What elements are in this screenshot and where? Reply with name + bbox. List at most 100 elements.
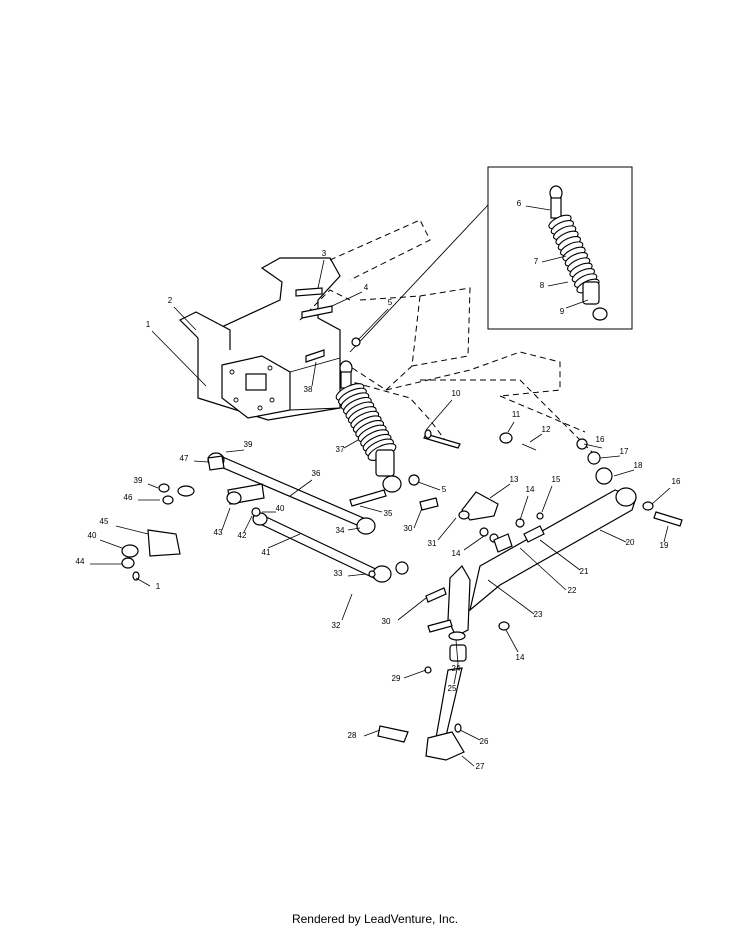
callout-leader-47 (193, 460, 209, 463)
callout-leader-21 (539, 539, 581, 571)
callout-leader-28 (363, 729, 381, 737)
callout-35: 35 (384, 509, 393, 518)
callout-leader-39 (147, 483, 159, 489)
callout-leader-39 (225, 449, 245, 453)
callout-leader-19 (663, 525, 669, 543)
callout-27: 27 (476, 762, 485, 771)
callout-39: 39 (134, 476, 143, 485)
callout-22: 22 (568, 586, 577, 595)
callout-leader-7 (541, 255, 567, 263)
callout-leader-42 (243, 515, 253, 533)
callout-11: 11 (512, 410, 521, 419)
callout-10: 10 (452, 389, 461, 398)
callout-leader-14 (463, 535, 485, 551)
lower-rod (252, 512, 409, 583)
callout-44: 44 (76, 557, 85, 566)
main-shock-absorber (335, 360, 402, 493)
callout-leader-13 (489, 483, 511, 499)
callout-32: 32 (332, 621, 341, 630)
callout-45: 45 (100, 517, 109, 526)
callout-26: 26 (480, 737, 489, 746)
callout-leader-27 (461, 755, 475, 767)
callout-9: 9 (560, 307, 565, 316)
callout-leader-31 (437, 517, 457, 541)
callout-29: 29 (392, 674, 401, 683)
callout-leader-14 (519, 495, 529, 521)
callout-leader-40 (99, 539, 123, 549)
callout-43: 43 (214, 528, 223, 537)
callout-13: 13 (510, 475, 519, 484)
callout-leader-32 (341, 593, 353, 621)
callout-18: 18 (634, 461, 643, 470)
callout-38: 38 (304, 385, 313, 394)
callout-8: 8 (540, 281, 545, 290)
callout-1: 1 (156, 582, 161, 591)
callout-14: 14 (452, 549, 461, 558)
callout-28: 28 (348, 731, 357, 740)
hardware (121, 287, 683, 733)
callout-47: 47 (180, 454, 189, 463)
callout-30: 30 (382, 617, 391, 626)
callout-leader-3 (317, 259, 325, 289)
callout-leader-23 (487, 579, 535, 615)
callout-42: 42 (238, 531, 247, 540)
callout-12: 12 (542, 425, 551, 434)
callout-leader-16 (583, 443, 603, 449)
callout-leader-38 (311, 361, 317, 387)
callout-leader-11 (507, 421, 515, 433)
callout-25: 25 (448, 684, 457, 693)
callout-21: 21 (580, 567, 589, 576)
callout-leader-15 (541, 485, 553, 513)
callout-40: 40 (276, 504, 285, 513)
callout-leader-45 (115, 525, 149, 535)
callout-16: 16 (672, 477, 681, 486)
callout-leader-36 (289, 479, 313, 497)
callout-39: 39 (244, 440, 253, 449)
callout-leader-33 (347, 573, 367, 577)
callout-leader-29 (403, 669, 427, 679)
callout-1: 1 (146, 320, 151, 329)
callout-4: 4 (364, 283, 369, 292)
callout-24: 24 (452, 664, 461, 673)
callout-leader-30 (413, 507, 423, 529)
callout-leader-10 (425, 399, 453, 431)
callout-23: 23 (534, 610, 543, 619)
callout-leader-12 (529, 433, 543, 443)
footer-credit: Rendered by LeadVenture, Inc. (291, 912, 459, 926)
callout-layer: 1123455678910111213141414151616171819202… (76, 199, 681, 771)
inset-box (487, 166, 633, 330)
phantom-frame (299, 219, 601, 461)
callout-14: 14 (516, 653, 525, 662)
callout-leader-37 (343, 439, 359, 449)
callout-46: 46 (124, 493, 133, 502)
callout-leader-8 (547, 281, 569, 287)
callout-20: 20 (626, 538, 635, 547)
callout-7: 7 (534, 257, 539, 266)
callout-leader-14 (505, 629, 519, 653)
callout-leader-24 (455, 639, 459, 665)
callout-31: 31 (428, 539, 437, 548)
callout-leader-5 (357, 308, 389, 341)
callout-6: 6 (517, 199, 522, 208)
callout-37: 37 (336, 445, 345, 454)
callout-leader-17 (599, 455, 621, 459)
callout-leader-9 (565, 299, 589, 309)
callout-leader-6 (525, 205, 551, 211)
callout-2: 2 (168, 296, 173, 305)
callout-leader-34 (347, 527, 361, 531)
callout-5: 5 (388, 298, 393, 307)
callout-leader-26 (459, 729, 481, 741)
callout-30: 30 (404, 524, 413, 533)
callout-leader-20 (599, 529, 627, 543)
callout-41: 41 (262, 548, 271, 557)
callout-40: 40 (88, 531, 97, 540)
callout-34: 34 (336, 526, 345, 535)
callout-leader-22 (519, 547, 567, 591)
callout-5: 5 (442, 485, 447, 494)
callout-leader-4 (331, 291, 363, 307)
callout-3: 3 (322, 249, 327, 258)
callout-36: 36 (312, 469, 321, 478)
callout-leader-2 (173, 306, 197, 331)
callout-19: 19 (660, 541, 669, 550)
